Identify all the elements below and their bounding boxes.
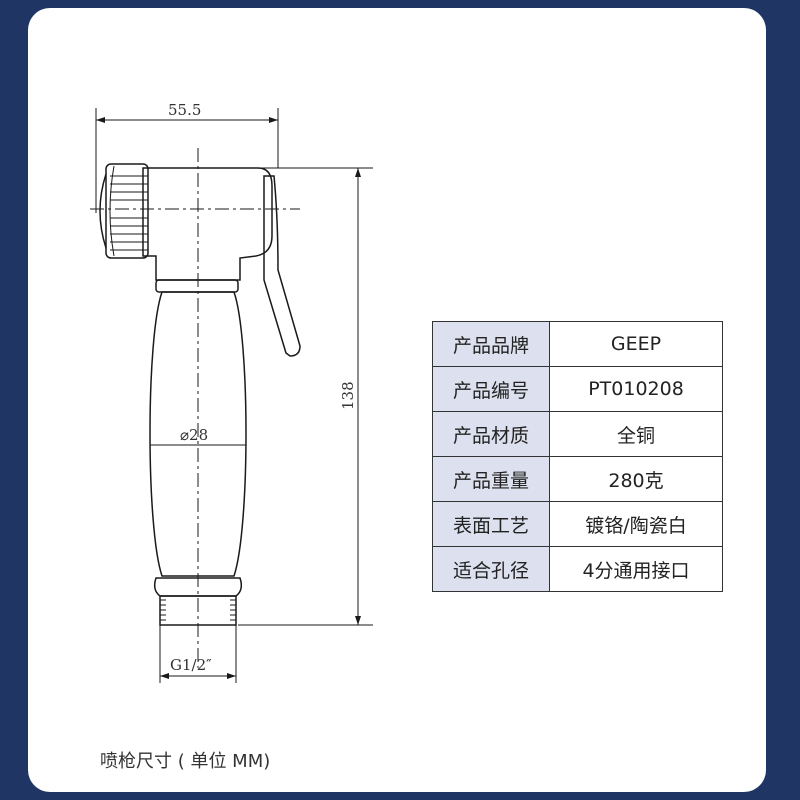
spec-value: 280克 xyxy=(549,456,723,502)
spec-row: 表面工艺镀铬/陶瓷白 xyxy=(432,501,723,547)
spec-value: 4分通用接口 xyxy=(549,546,723,592)
spec-key: 产品材质 xyxy=(432,411,550,457)
threaded-connector xyxy=(159,595,237,626)
spec-value: 镀铬/陶瓷白 xyxy=(549,501,723,547)
spec-key: 产品重量 xyxy=(432,456,550,502)
trigger-lever xyxy=(263,175,301,357)
sprayer-head xyxy=(99,163,273,293)
sprayer-technical-drawing: 55.5 138 xyxy=(90,101,373,683)
width-dimension-label: 55.5 xyxy=(168,101,201,119)
content-card: 55.5 138 xyxy=(28,8,766,792)
spec-key: 适合孔径 xyxy=(432,546,550,592)
spec-value: 全铜 xyxy=(549,411,723,457)
spec-key: 产品品牌 xyxy=(432,321,550,367)
width-dimension: 55.5 xyxy=(95,101,279,213)
spec-value: PT010208 xyxy=(549,366,723,412)
drawing-caption: 喷枪尺寸 ( 单位 MM) xyxy=(100,751,271,772)
height-dimension-label: 138 xyxy=(339,381,357,410)
center-lines xyxy=(90,148,300,668)
height-dimension: 138 xyxy=(188,167,373,626)
spec-key: 表面工艺 xyxy=(432,501,550,547)
handle-body xyxy=(149,291,247,577)
spec-value: GEEP xyxy=(549,321,723,367)
diameter-label: ⌀28 xyxy=(180,426,208,444)
spec-key: 产品编号 xyxy=(432,366,550,412)
thread-dimension-label: G1/2″ xyxy=(170,656,212,674)
spec-row: 产品材质全铜 xyxy=(432,411,723,457)
thread-dimension: G1/2″ xyxy=(159,625,237,683)
